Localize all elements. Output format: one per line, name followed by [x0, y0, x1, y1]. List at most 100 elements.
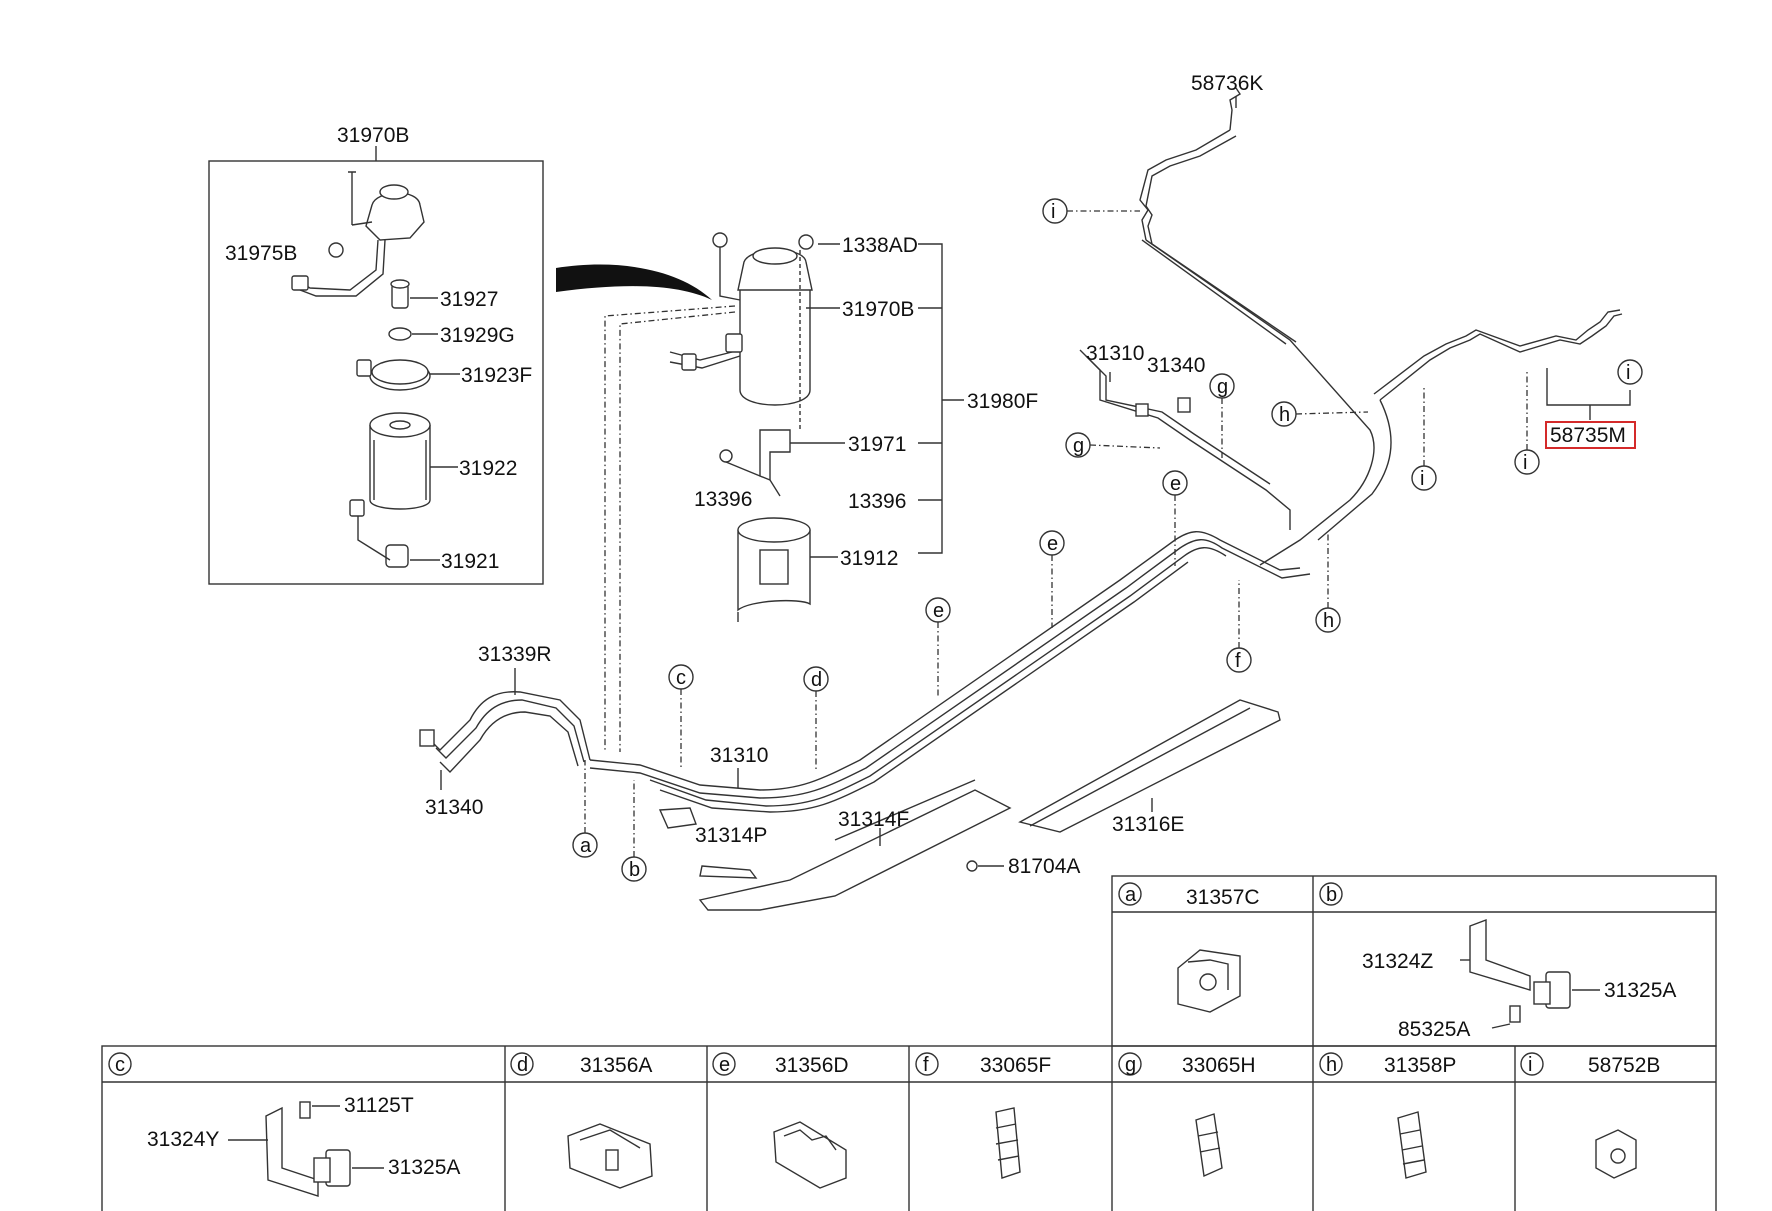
callout-c-1[interactable]: c — [668, 664, 694, 690]
part-label-31921[interactable]: 31921 — [441, 550, 499, 573]
part-label-31927[interactable]: 31927 — [440, 288, 498, 311]
sensor-31927-part[interactable] — [390, 279, 410, 309]
callout-e-2[interactable]: e — [1039, 530, 1065, 556]
part-label-31980F[interactable]: 31980F — [967, 390, 1038, 413]
callout-a-1[interactable]: a — [572, 832, 598, 858]
upper-tube-routing[interactable] — [1139, 87, 1623, 566]
legend-cell-c[interactable]: c 31125T 31324Y 31325A — [108, 1052, 460, 1197]
part-label-31314F[interactable]: 31314F — [838, 808, 909, 831]
part-label-31971[interactable]: 31971 — [848, 433, 906, 456]
svg-text:h: h — [1326, 1054, 1337, 1076]
bolt-81704A-part[interactable] — [966, 860, 978, 872]
part-label-31316E[interactable]: 31316E — [1112, 813, 1184, 836]
callout-i-1[interactable]: i — [1042, 198, 1068, 224]
part-label-31929G[interactable]: 31929G — [440, 324, 515, 347]
legend-cell-a[interactable]: a 31357C — [1118, 882, 1260, 1013]
part-label-13396-right[interactable]: 13396 — [848, 490, 906, 513]
callout-f-1[interactable]: f — [1226, 647, 1252, 673]
legend-cell-e[interactable]: e 31356D — [712, 1052, 849, 1189]
part-label-31912[interactable]: 31912 — [840, 547, 898, 570]
part-label-31340-top[interactable]: 31340 — [1147, 354, 1205, 377]
main-tube-bundle[interactable] — [589, 531, 1311, 813]
drain-31921-part[interactable] — [349, 499, 409, 568]
part-label-81704A[interactable]: 81704A — [1008, 855, 1080, 878]
legend-cell-h[interactable]: h 31358P — [1319, 1052, 1456, 1179]
part-label-13396-left[interactable]: 13396 — [694, 488, 752, 511]
legend-part-c-31324Y: 31324Y — [147, 1128, 219, 1151]
nut-13396-part[interactable] — [719, 449, 761, 477]
svg-text:i: i — [1528, 1054, 1532, 1076]
bracket-31971-part[interactable] — [759, 429, 791, 497]
svg-text:g: g — [1217, 376, 1228, 398]
legend-part-e: 31356D — [775, 1054, 849, 1077]
legend-cell-i[interactable]: i 58752B — [1520, 1052, 1660, 1179]
callout-i-2[interactable]: i — [1617, 359, 1643, 385]
svg-text:h: h — [1279, 404, 1290, 426]
callout-d-1[interactable]: d — [803, 666, 829, 692]
part-label-31310-mid[interactable]: 31310 — [710, 744, 768, 767]
fuel-filter-assembly[interactable] — [669, 232, 814, 430]
part-label-31923F[interactable]: 31923F — [461, 364, 532, 387]
part-label-31970B-mid[interactable]: 31970B — [842, 298, 914, 321]
part-label-31975B[interactable]: 31975B — [225, 242, 297, 265]
callout-g-2[interactable]: g — [1065, 432, 1091, 458]
heat-shield-31316E-part[interactable] — [1018, 699, 1281, 833]
svg-text:c: c — [115, 1054, 125, 1076]
legend-part-c-31325A: 31325A — [388, 1156, 460, 1179]
bracket-31314P-part[interactable] — [658, 807, 758, 879]
callout-i-4[interactable]: i — [1514, 449, 1540, 475]
legend-cell-f[interactable]: f 33065F — [915, 1052, 1051, 1179]
assembly-bracket-31980F — [918, 243, 943, 554]
part-label-1338AD[interactable]: 1338AD — [842, 234, 918, 257]
svg-text:d: d — [517, 1054, 528, 1076]
legend-cell-d[interactable]: d 31356A — [510, 1052, 653, 1189]
svg-text:g: g — [1073, 435, 1084, 457]
part-label-31970B-top[interactable]: 31970B — [337, 124, 409, 147]
part-label-31310-top[interactable]: 31310 — [1086, 342, 1144, 365]
short-tube-31310-group[interactable] — [1079, 349, 1291, 530]
callout-e-1[interactable]: e — [1162, 470, 1188, 496]
svg-text:e: e — [1047, 533, 1058, 555]
o-ring-31929G-part[interactable] — [388, 327, 412, 341]
svg-text:b: b — [1326, 884, 1337, 906]
svg-text:e: e — [719, 1054, 730, 1076]
callout-g-1[interactable]: g — [1209, 373, 1235, 399]
filter-element-31922-part[interactable] — [369, 412, 431, 510]
callout-b-1[interactable]: b — [621, 856, 647, 882]
clip-31356D-icon — [773, 1121, 847, 1189]
callout-h-1[interactable]: h — [1271, 401, 1297, 427]
part-label-58736K[interactable]: 58736K — [1191, 72, 1263, 95]
svg-text:e: e — [933, 600, 944, 622]
svg-text:i: i — [1626, 362, 1630, 384]
part-label-31922[interactable]: 31922 — [459, 457, 517, 480]
svg-text:f: f — [1235, 650, 1241, 672]
legend-part-g: 33065H — [1182, 1054, 1256, 1077]
legend-part-c-31125T: 31125T — [344, 1094, 414, 1117]
exploded-view-arrow — [556, 264, 712, 300]
legend-cell-g[interactable]: g 33065H — [1118, 1052, 1256, 1178]
callout-i-3[interactable]: i — [1411, 465, 1437, 491]
legend-part-b-31324Z: 31324Z — [1362, 950, 1433, 973]
filter-cover-31923F-part[interactable] — [356, 359, 431, 391]
svg-text:i: i — [1523, 452, 1527, 474]
legend-part-b-85325A: 85325A — [1398, 1018, 1470, 1041]
legend-part-f: 33065F — [980, 1054, 1051, 1077]
legend-table-upper: a 31357C b 31324Z 31325A 85325A — [1111, 875, 1717, 1047]
legend-part-d: 31356A — [580, 1054, 652, 1077]
legend-table-lower: c 31125T 31324Y 31325A d 31356A — [101, 1045, 1717, 1211]
filter-holder-31912-part[interactable] — [737, 517, 811, 622]
part-label-58735M[interactable]: 58735M — [1550, 424, 1626, 447]
clip-33065H-icon — [1195, 1113, 1223, 1178]
heat-shield-31314F-part[interactable] — [698, 779, 1012, 911]
filter-head-part[interactable] — [291, 171, 425, 297]
tube-31339R-part[interactable] — [419, 691, 591, 774]
callout-h-2[interactable]: h — [1315, 607, 1341, 633]
clip-58752B-icon — [1595, 1129, 1637, 1179]
callout-e-3[interactable]: e — [925, 597, 951, 623]
svg-text:i: i — [1051, 201, 1055, 223]
part-label-31314P[interactable]: 31314P — [695, 824, 767, 847]
part-label-31339R[interactable]: 31339R — [478, 643, 552, 666]
legend-cell-b[interactable]: b 31324Z 31325A 85325A — [1319, 882, 1676, 1041]
part-label-31340-left[interactable]: 31340 — [425, 796, 483, 819]
